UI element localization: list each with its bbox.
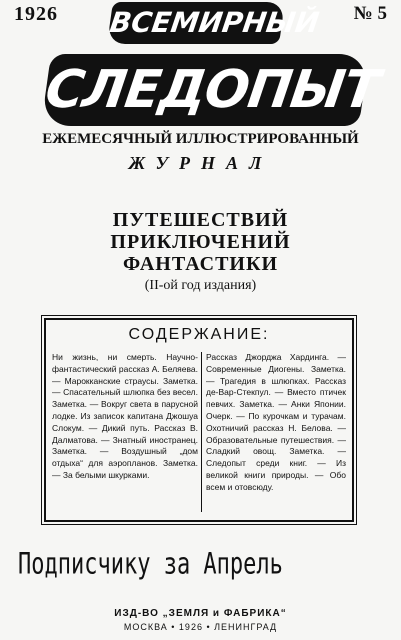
- subtitle-line1: ЕЖЕМЕСЯЧНЫЙ ИЛЛЮСТРИРОВАННЫЙ: [42, 131, 359, 147]
- logo-main: СЛЕДОПЫТ: [40, 54, 382, 126]
- contents-title: СОДЕРЖАНИЕ:: [128, 326, 270, 343]
- issue-number: № 5: [353, 3, 387, 24]
- genre-adventure: ПРИКЛЮЧЕНИЙ: [110, 231, 291, 253]
- subtitle-line2: ЖУРНАЛ: [128, 153, 273, 173]
- publisher: ИЗД-ВО „ЗЕМЛЯ и ФАБРИКА“: [114, 608, 287, 619]
- contents-left-column: Ни жизнь, ни смерть. Научно-фантастическ…: [52, 352, 198, 480]
- contents-right-column: Рассказ Джорджа Хардинга. — Современные …: [206, 352, 346, 492]
- edition-note: (II-ой год издания): [144, 278, 257, 293]
- logo-top: ВСЕМИРНЫЙ: [107, 2, 321, 44]
- genre-travel: ПУТЕШЕСТВИЙ: [112, 209, 289, 231]
- publication-cities: МОСКВА • 1926 • ЛЕНИНГРАД: [123, 622, 278, 632]
- year: 1926: [14, 3, 58, 25]
- contents-box: СОДЕРЖАНИЕ: Ни жизнь, ни смерть. Научно-…: [41, 315, 357, 525]
- column-divider: [201, 352, 202, 512]
- subscriber-stamp: Подписчику за Апрель: [18, 548, 283, 582]
- genre-fantasy: ФАНТАСТИКИ: [122, 253, 279, 275]
